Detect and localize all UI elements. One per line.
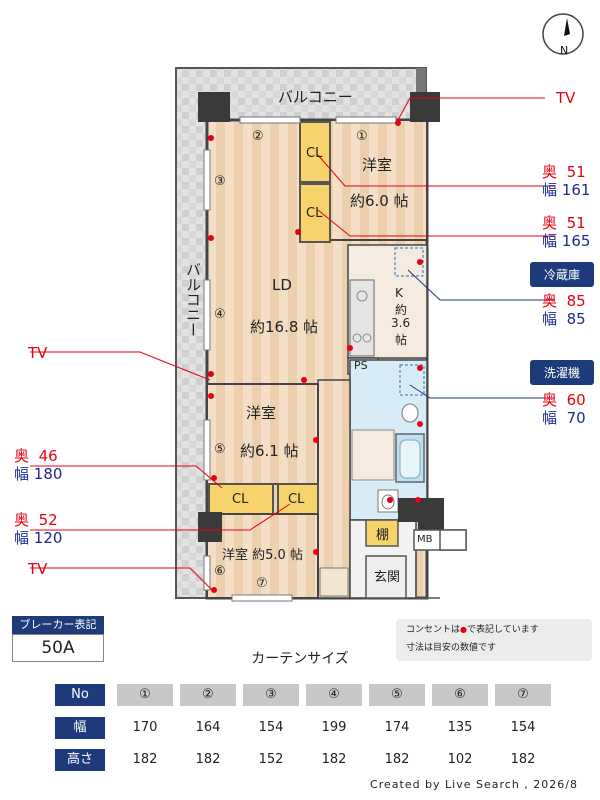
- corridor: [317, 379, 351, 599]
- window-1-marker: ①: [356, 129, 368, 144]
- pillar: [198, 92, 230, 122]
- curtain-col-5: ⑤: [369, 684, 425, 706]
- closet-1-label: CL: [306, 146, 323, 161]
- curtain-width-5: 174: [384, 720, 410, 735]
- closet-4-label: CL: [288, 492, 305, 507]
- curtain-row-no-header: No: [55, 684, 105, 706]
- closet-1-dims: 奥 51 幅 161: [542, 163, 591, 199]
- washer-tag: 洗濯機: [530, 360, 594, 385]
- room-ld-size: 約16.8 帖: [250, 318, 319, 336]
- curtain-height-2: 182: [195, 752, 221, 767]
- room-western-1: [329, 119, 428, 241]
- breaker-title: ブレーカー表記: [12, 616, 104, 634]
- room-western-3: [206, 513, 319, 599]
- washer-space: [399, 364, 425, 396]
- compass: N: [542, 13, 584, 57]
- closet-3: [208, 483, 274, 515]
- window-4-marker: ④: [214, 307, 226, 322]
- curtain-width-4: 199: [321, 720, 347, 735]
- curtain-col-1: ①: [117, 684, 173, 706]
- entrance-label: 玄関: [374, 570, 401, 585]
- room-western-3-label: 洋室 約5.0 帖: [222, 548, 303, 563]
- curtain-height-4: 182: [321, 752, 347, 767]
- curtain-width-3: 154: [258, 720, 284, 735]
- pillar: [418, 498, 444, 530]
- credit-text: Created by Live Search , 2026/8: [370, 778, 578, 791]
- north-arrow-icon: [564, 18, 570, 36]
- room-western-2: [206, 383, 319, 485]
- outlet-icon: ●: [460, 625, 467, 634]
- curtain-height-5: 182: [384, 752, 410, 767]
- shelf: [365, 519, 399, 547]
- room-ld-name: LD: [272, 276, 292, 294]
- room-kitchen-size-3: 帖: [395, 333, 408, 347]
- window-5-marker: ⑤: [214, 442, 226, 457]
- window-6-marker: ⑥: [214, 564, 226, 579]
- curtain-col-4: ④: [306, 684, 362, 706]
- closet-2-label: CL: [306, 206, 323, 221]
- curtain-col-7: ⑦: [495, 684, 551, 706]
- fridge-tag: 冷蔵庫: [530, 262, 594, 287]
- window-2-marker: ②: [252, 129, 264, 144]
- curtain-col-2: ②: [180, 684, 236, 706]
- closet-2: [299, 183, 331, 243]
- room-western-1-name: 洋室: [362, 156, 393, 174]
- pillar: [198, 512, 222, 542]
- curtain-title: カーテンサイズ: [251, 651, 349, 667]
- tv-left-label: TV: [28, 344, 48, 362]
- window-7-marker: ⑦: [256, 576, 268, 591]
- pillar: [398, 498, 418, 522]
- room-kitchen-name: K: [395, 286, 403, 300]
- curtain-col-3: ③: [243, 684, 299, 706]
- note-box: コンセントは●で表記しています 寸法は目安の数値です: [396, 619, 592, 661]
- curtain-col-6: ⑥: [432, 684, 488, 706]
- tv-bottom-label: TV: [28, 560, 48, 578]
- curtain-width-6: 135: [447, 720, 473, 735]
- fridge-dims: 奥 85 幅 85: [542, 292, 586, 328]
- closet-3-label: CL: [232, 492, 249, 507]
- curtain-width-7: 154: [510, 720, 536, 735]
- window-3-marker: ③: [214, 174, 226, 189]
- room-western-2-size: 約6.1 帖: [240, 442, 299, 460]
- washer-dims: 奥 60 幅 70: [542, 391, 586, 427]
- washbasin: [401, 403, 419, 423]
- tv-top-label: TV: [556, 89, 576, 107]
- meter-box-label: MB: [417, 534, 433, 545]
- floor-plan: [30, 67, 555, 602]
- kitchen-counter: [349, 279, 375, 357]
- closet-2-dims: 奥 51 幅 165: [542, 214, 591, 250]
- room-western-1-size: 約6.0 帖: [350, 192, 409, 210]
- room-western-2-name: 洋室: [246, 404, 277, 422]
- outlet-markers: [208, 120, 423, 593]
- balcony-left-label: バルコニー: [184, 262, 202, 337]
- curtain-row-height-header: 高さ: [55, 749, 105, 771]
- pillar: [410, 92, 440, 122]
- curtain-row-width-header: 幅: [55, 717, 105, 739]
- closet-3-dims: 奥 46 幅 180: [14, 447, 63, 483]
- curtain-height-3: 152: [258, 752, 284, 767]
- curtain-height-6: 102: [447, 752, 473, 767]
- curtain-height-7: 182: [510, 752, 536, 767]
- room-kitchen-size-2: 3.6: [391, 316, 411, 330]
- shelf-label: 棚: [376, 528, 390, 543]
- closet-4: [277, 483, 319, 515]
- curtain-width-1: 170: [132, 720, 158, 735]
- balcony-top-label: バルコニー: [278, 88, 353, 106]
- room-kitchen-size-1: 約: [395, 303, 408, 317]
- breaker-value: 50A: [12, 634, 104, 662]
- curtain-height-1: 182: [132, 752, 158, 767]
- compass-label: N: [560, 44, 568, 57]
- closet-4-dims: 奥 52 幅 120: [14, 511, 63, 547]
- curtain-width-2: 164: [195, 720, 221, 735]
- pipe-space-label: PS: [354, 359, 368, 372]
- closet-1: [299, 121, 331, 183]
